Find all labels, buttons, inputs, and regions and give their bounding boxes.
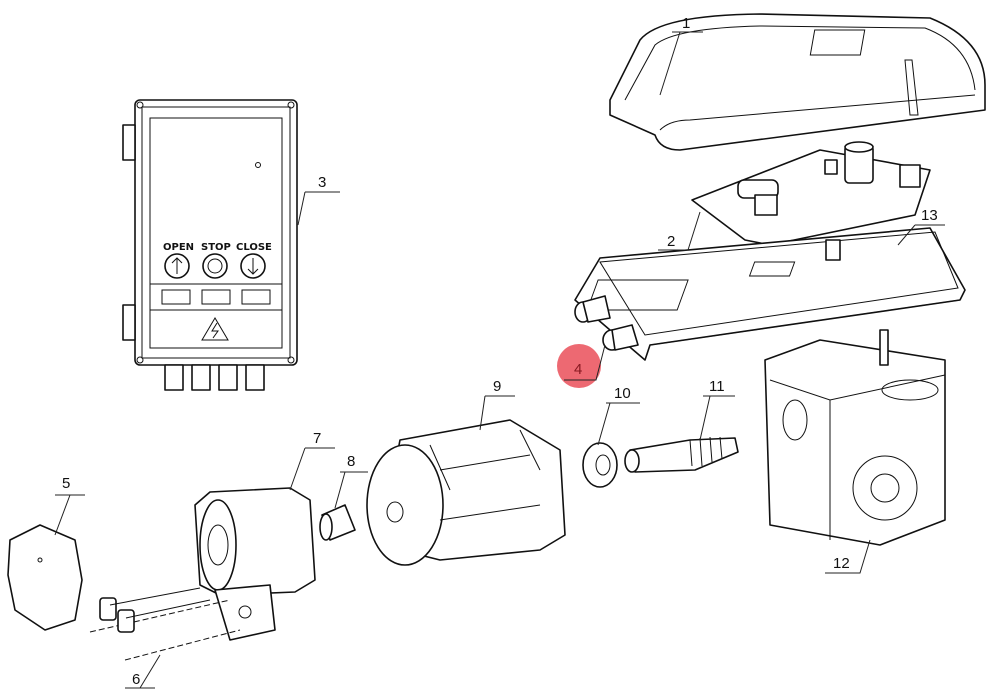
callout-4: 4 xyxy=(574,361,582,378)
part-8-coupling[interactable] xyxy=(319,504,356,541)
open-button-label: OPEN xyxy=(163,242,194,253)
callout-5: 5 xyxy=(62,475,70,492)
part-10-washer[interactable] xyxy=(582,442,618,488)
callout-10: 10 xyxy=(614,385,631,402)
callout-2: 2 xyxy=(667,233,675,250)
part-6-chain[interactable] xyxy=(89,587,241,661)
part-1-cover[interactable] xyxy=(609,13,986,151)
callout-4-highlight[interactable] xyxy=(557,344,601,388)
callout-12: 12 xyxy=(833,555,850,572)
callout-3: 3 xyxy=(318,174,326,191)
part-11-worm-shaft[interactable] xyxy=(624,436,739,473)
callout-9: 9 xyxy=(493,378,501,395)
electrical-hazard-icon xyxy=(201,317,229,341)
cable-glands xyxy=(164,364,265,391)
callout-6: 6 xyxy=(132,671,140,688)
close-button-label: CLOSE xyxy=(236,242,272,253)
part-9-motor[interactable] xyxy=(366,419,566,566)
part-13-base-housing[interactable] xyxy=(574,227,966,361)
leader-lines xyxy=(54,31,945,689)
callout-1: 1 xyxy=(682,15,690,32)
part-3-control-box[interactable]: OPEN STOP CLOSE xyxy=(122,99,298,391)
stop-button[interactable] xyxy=(202,253,228,279)
stop-button-label: STOP xyxy=(201,242,231,253)
callout-13: 13 xyxy=(921,207,938,224)
part-7-release-housing[interactable] xyxy=(194,487,316,641)
callout-labels: 1 2 3 4 5 6 7 8 9 10 11 12 13 xyxy=(62,15,938,688)
callout-7: 7 xyxy=(313,430,321,447)
part-2-circuit-board[interactable] xyxy=(691,141,931,246)
part-5-end-cap[interactable] xyxy=(7,524,83,631)
part-12-gearbox[interactable] xyxy=(764,329,946,546)
callout-11: 11 xyxy=(709,378,725,395)
callout-8: 8 xyxy=(347,453,355,470)
